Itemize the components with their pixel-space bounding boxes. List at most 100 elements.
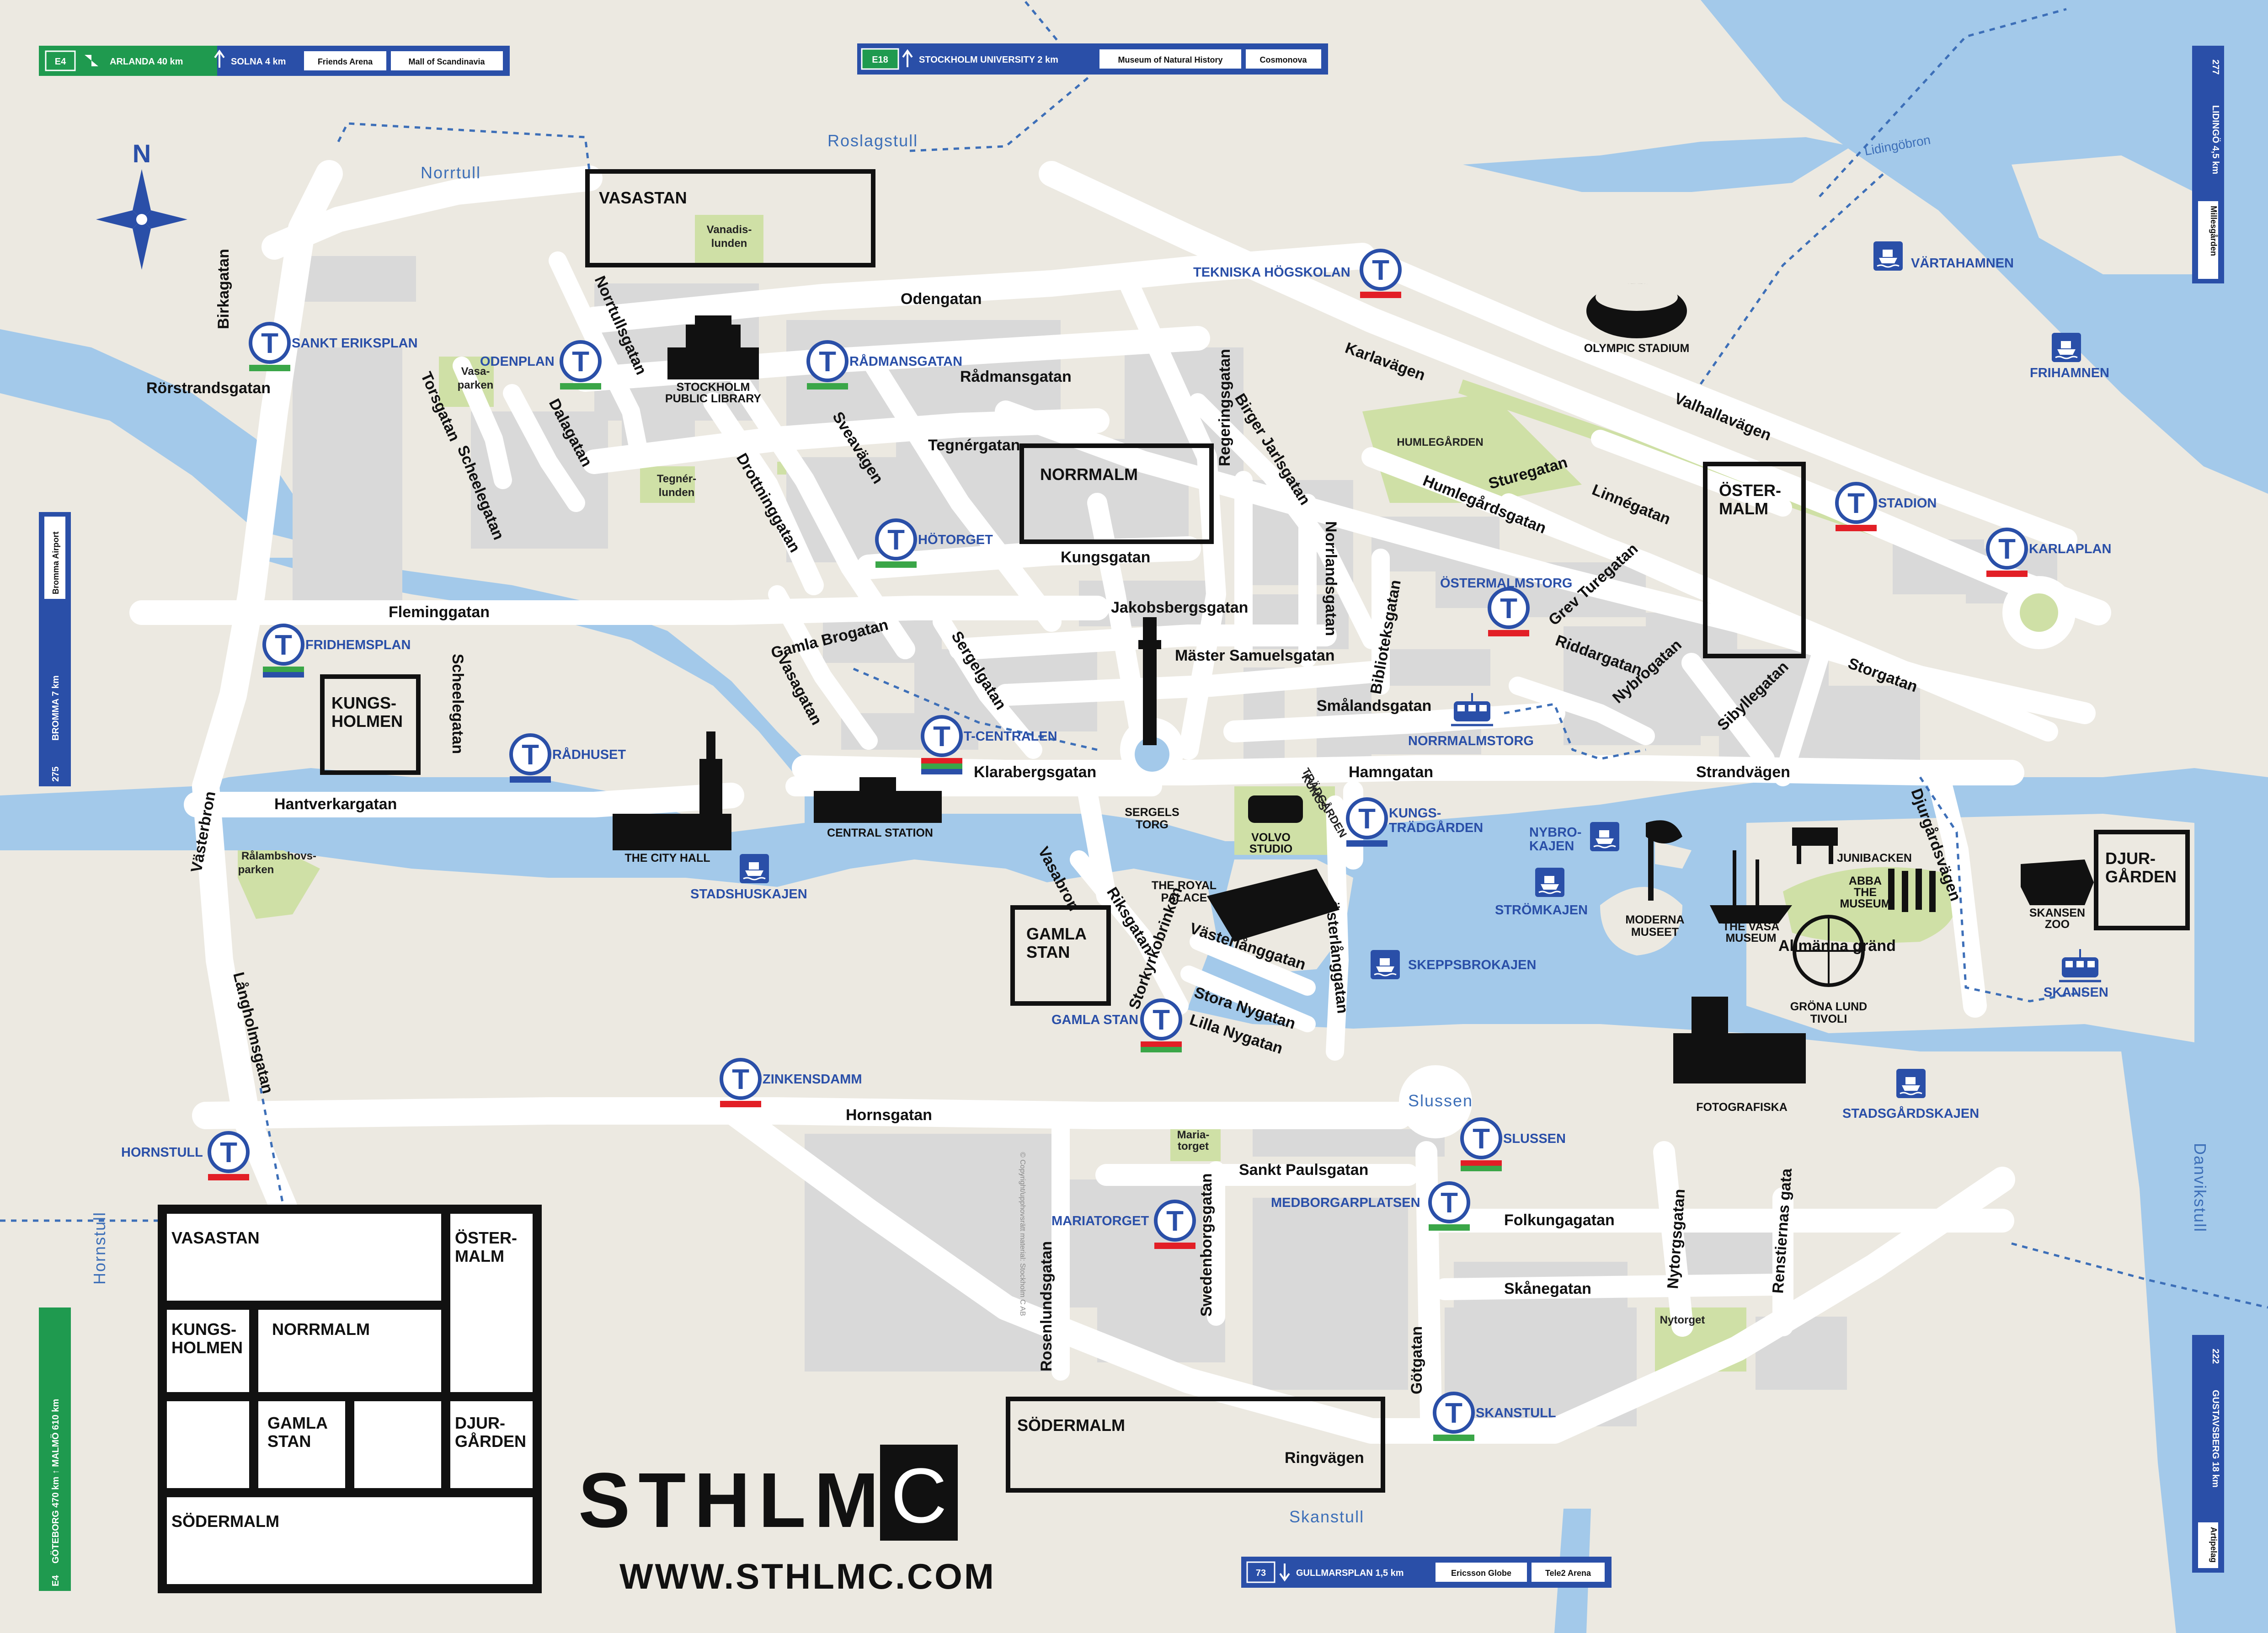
svg-text:Ericsson Globe: Ericsson Globe [1451,1569,1511,1578]
ferry-label: VÄRTAHAMNEN [1911,256,2014,271]
metro-station[interactable]: KUNGS- TRÄDGÅRDEN [1346,799,1483,847]
tram-stop[interactable]: SKANSEN [2044,949,2108,1000]
station-label: MARIATORGET [1051,1214,1149,1228]
ostermalm-box [1703,462,1806,658]
junibacken-icon: JUNIBACKEN [1792,827,1912,865]
sergels-torg-label: SERGELS TORG [1125,806,1179,831]
ferry-stop[interactable]: STADSGÅRDSKAJEN [1842,1068,1979,1121]
station-label: HÖTORGET [918,532,993,547]
svg-text:Tele2 Arena: Tele2 Arena [1545,1569,1591,1578]
svg-text:GRÖNA LUND: GRÖNA LUND [1790,1000,1868,1013]
metro-station[interactable]: ÖSTERMALMSTORG [1440,576,1572,636]
legend-label: NORRMALM [272,1320,370,1339]
ferry-stop[interactable]: STADSHUSKAJEN [690,853,807,902]
park-label: Tegnér- [657,473,696,485]
sign-south: 73 GULLMARSPLAN 1,5 km Ericsson Globe Te… [1241,1557,1612,1588]
road-label: Scheelegatan [449,654,466,754]
road-label: Sankt Paulsgatan [1239,1161,1368,1179]
svg-text:STOCKHOLM UNIVERSITY 2 km: STOCKHOLM UNIVERSITY 2 km [919,55,1058,65]
metro-station[interactable]: RÅDMANSGATAN [807,342,962,390]
ferry-stop[interactable]: STRÖMKAJEN [1495,867,1588,918]
area-label: SÖDERMALM [1017,1416,1125,1435]
sign-east-bottom: 222 GUSTAVSBERG 18 km Artipelag [2192,1335,2224,1573]
park-label: torget [1178,1140,1209,1153]
logo-letter: C [891,1452,947,1539]
metro-station[interactable]: HORNSTULL [121,1133,249,1180]
metro-station[interactable]: MARIATORGET [1051,1201,1195,1249]
ferry-stop[interactable]: SKEPPSBROKAJEN [1370,949,1536,980]
svg-text:THE VASA: THE VASA [1723,920,1780,933]
station-label: SANKT ERIKSPLAN [292,336,418,351]
park-label: lunden [659,486,695,499]
park-label: Nytorget [1660,1314,1705,1326]
legend-label: VASASTAN [171,1228,260,1247]
ferry-stop[interactable]: FRIHAMNEN [2030,332,2109,380]
svg-text:TIVOLI: TIVOLI [1810,1013,1847,1025]
svg-text:275: 275 [51,767,61,782]
area-labels: VASASTAN NORRMALM ÖSTER- MALM KUNGS- HOL… [331,188,2177,1435]
ferry-stop[interactable]: VÄRTAHAMNEN [1873,240,2014,272]
metro-station[interactable]: STADION [1836,484,1937,531]
road-label: Folkungagatan [1504,1211,1615,1229]
svg-text:SOLNA 4 km: SOLNA 4 km [231,57,286,67]
roundabouts [1120,576,2076,1138]
ferry-label: FRIHAMNEN [2030,366,2109,380]
sign-west-bottom: GÖTEBORG 470 km ↑ MALMÖ 610 km E4 [39,1307,71,1591]
station-label: MEDBORGARPLATSEN [1271,1195,1420,1210]
svg-text:MODERNA: MODERNA [1625,913,1684,926]
svg-text:CENTRAL STATION: CENTRAL STATION [827,827,933,839]
road-label: Norrlandsgatan [1322,521,1339,636]
volvo-icon: VOLVO STUDIO [1248,795,1303,855]
area-label: KUNGS- [331,694,396,712]
tram-label: SKANSEN [2044,985,2108,1000]
boundary-lines [0,0,2268,1309]
ferry-stop[interactable]: NYBRO- KAJEN [1529,821,1620,854]
svg-text:VOLVO: VOLVO [1251,831,1291,844]
station-label: SKANSTULL [1476,1406,1556,1420]
svg-text:Artipelag: Artipelag [2209,1527,2218,1563]
svg-text:GÖTEBORG 470 km ↑ MALMÖ 610 km: GÖTEBORG 470 km ↑ MALMÖ 610 km [50,1399,61,1564]
metro-station[interactable]: TEKNISKA HÖGSKOLAN [1193,251,1401,298]
metro-station[interactable]: FRIDHEMSPLAN [263,625,411,678]
svg-text:73: 73 [1256,1568,1266,1578]
brand-url[interactable]: WWW.STHLMC.COM [619,1556,996,1596]
svg-text:GULLMARSPLAN 1,5 km: GULLMARSPLAN 1,5 km [1296,1568,1404,1578]
road-label: Tegnérgatan [928,437,1020,454]
metro-station[interactable]: SANKT ERIKSPLAN [249,324,418,371]
abba-museum-icon: ABBA THE MUSEUM [1840,869,1936,912]
road-label: Ringvägen [1285,1449,1364,1467]
road-label: Jakobsbergsgatan [1111,599,1248,616]
roslagstull-label: Roslagstull [827,131,918,150]
metro-station[interactable]: MEDBORGARPLATSEN [1271,1183,1470,1231]
area-label: MALM [1719,499,1768,518]
metro-station[interactable]: RÅDHUSET [510,735,626,783]
metro-station[interactable]: SKANSTULL [1433,1393,1556,1441]
area-label: DJUR- [2105,849,2156,868]
tram-stop[interactable]: NORRMALMSTORG [1408,693,1534,748]
metro-station[interactable]: HÖTORGET [875,520,993,568]
danvikstull-label: Danvikstull [2191,1143,2209,1233]
svg-text:THE ROYAL: THE ROYAL [1152,879,1217,892]
area-label: NORRMALM [1040,465,1138,484]
vasastan-box [585,169,875,267]
metro-station[interactable]: ODENPLAN [480,342,601,390]
metro-station[interactable]: SLUSSEN [1461,1119,1566,1171]
station-label: KARLAPLAN [2029,542,2111,556]
metro-station[interactable]: T-CENTRALEN [921,717,1057,774]
svg-text:E4: E4 [55,57,66,67]
svg-text:PUBLIC LIBRARY: PUBLIC LIBRARY [665,392,762,405]
metro-station[interactable]: ZINKENSDAMM [720,1060,862,1107]
ferry-label: STRÖMKAJEN [1495,902,1588,918]
hornstull-label: Hornstull [90,1211,109,1285]
landmarks: STOCKHOLM PUBLIC LIBRARY OLYMPIC STADIUM… [613,283,2094,1114]
sign-west-mid: Bromma Airport BROMMA 7 km 275 [39,512,71,786]
area-label: HOLMEN [331,712,403,731]
metro-station[interactable]: GAMLA STAN [1051,1000,1182,1052]
road-label: Smålandsgatan [1317,697,1431,715]
road-label: Swedenborgsgatan [1198,1173,1215,1317]
station-label: STADION [1878,496,1937,511]
skanstull-label: Skanstull [1289,1507,1364,1526]
metro-station[interactable]: KARLAPLAN [1986,529,2111,577]
svg-text:THE: THE [1854,886,1877,899]
